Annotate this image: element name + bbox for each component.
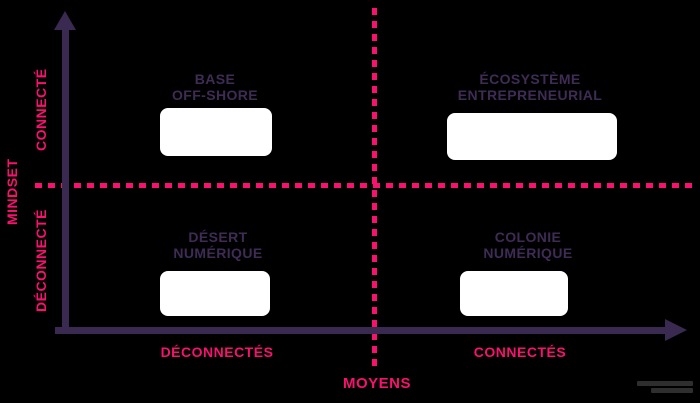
quadrant-title-line: ÉCOSYSTÈME <box>479 71 581 87</box>
x-axis-right-label: CONNECTÉS <box>473 344 567 360</box>
placeholder-box-bottom-left <box>160 271 270 316</box>
quadrant-title-line: BASE <box>194 71 236 87</box>
placeholder-box-top-right <box>447 113 617 160</box>
y-axis-arrow-up-icon <box>54 11 76 30</box>
quadrant-title-top-left: BASE OFF-SHORE <box>145 71 285 103</box>
placeholder-box-top-left <box>160 108 272 156</box>
y-axis-bottom-label: DÉCONNECTÉ <box>33 209 49 313</box>
quadrant-title-top-right: ÉCOSYSTÈME ENTREPRENEURIAL <box>430 71 630 103</box>
horizontal-dashed-divider <box>35 183 695 188</box>
x-axis-title: MOYENS <box>342 375 411 392</box>
x-axis-left-label: DÉCONNECTÉS <box>160 344 274 360</box>
y-axis-line <box>62 29 69 334</box>
quadrant-title-line: COLONIE <box>494 229 562 245</box>
placeholder-box-bottom-right <box>460 271 568 316</box>
y-axis-top-label: CONNECTÉ <box>33 68 49 151</box>
watermark-line <box>651 388 693 393</box>
quadrant-title-line: DÉSERT <box>188 229 248 245</box>
quadrant-title-bottom-right: COLONIE NUMÉRIQUE <box>458 229 598 261</box>
vertical-dashed-divider <box>372 8 377 366</box>
x-axis-arrow-right-icon <box>665 319 687 341</box>
y-axis-title: MINDSET <box>4 158 20 226</box>
quadrant-title-line: NUMÉRIQUE <box>483 245 573 261</box>
quadrant-title-line: OFF-SHORE <box>171 87 259 103</box>
quadrant-title-line: NUMÉRIQUE <box>173 245 263 261</box>
watermark-line <box>637 381 693 386</box>
quadrant-title-bottom-left: DÉSERT NUMÉRIQUE <box>148 229 288 261</box>
watermark <box>633 379 693 393</box>
quadrant-title-line: ENTREPRENEURIAL <box>457 87 603 103</box>
x-axis-line <box>55 327 667 334</box>
